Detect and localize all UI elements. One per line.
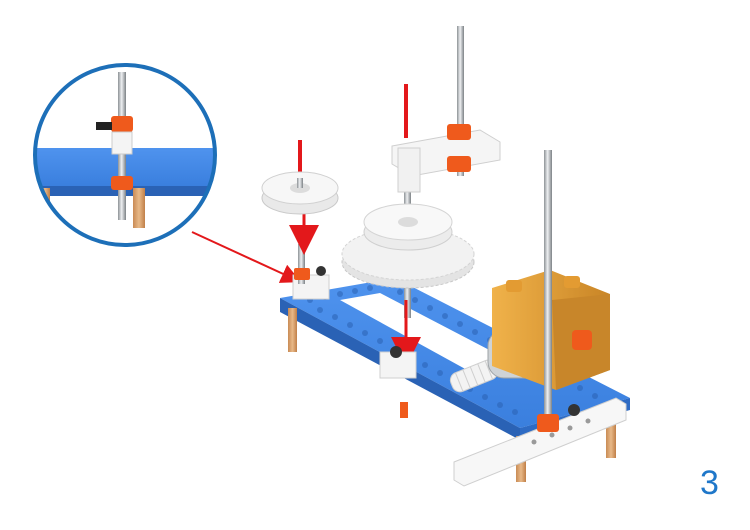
right-white-bar [453,397,627,487]
upper-arm-assembly [391,26,501,193]
gear-pulley-assembly [341,178,475,318]
magnifier-callout-icon [33,63,217,247]
small-pulley [261,171,339,215]
step-number: 3 [700,464,719,502]
tall-right-shaft [537,150,559,432]
middle-white-block [379,346,417,379]
red-pointer-arrow-icon [191,231,302,283]
left-post-assembly [292,244,330,300]
